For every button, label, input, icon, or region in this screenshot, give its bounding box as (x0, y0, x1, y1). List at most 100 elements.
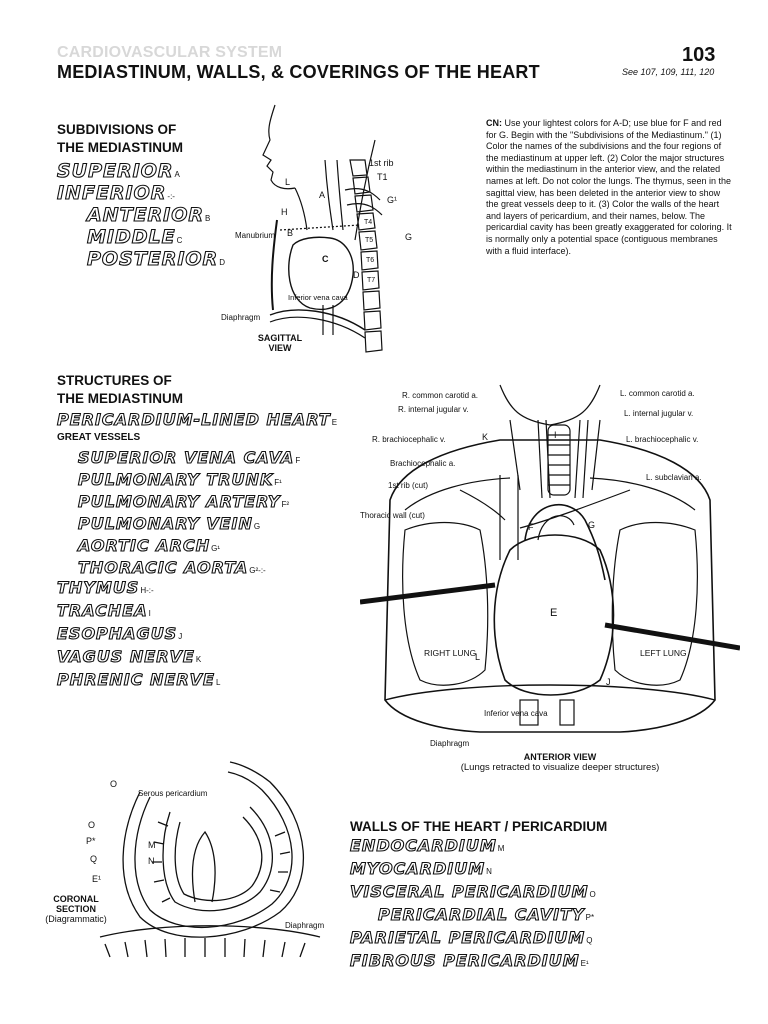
vessel-superior-vena-cava: SUPERIOR VENA CAVAF (77, 447, 301, 467)
walls-list: ENDOCARDIUMM MYOCARDIUMN VISCERAL PERICA… (349, 835, 596, 974)
subdivisions-heading-line2: THE MEDIASTINUM (57, 140, 183, 155)
coronal-section-illustration: O O P* Q E¹ M N Serous pericardium Diaph… (86, 761, 324, 958)
anterior-label-l-brachiocephalic-v: L. brachiocephalic v. (626, 435, 698, 444)
anterior-label-inferior-vena-cava: Inferior vena cava (484, 709, 548, 718)
anterior-caption-line1: ANTERIOR VIEW (523, 752, 597, 762)
coronal-label-o: O (88, 820, 95, 830)
structure-pericardium-lined-heart: PERICARDIUM-LINED HEARTE (56, 409, 338, 429)
sagittal-view-illustration: C D A B H L G¹ G 1st rib T1 T4 T5 T6 T7 … (221, 104, 412, 353)
wall-parietal-pericardium: PARIETAL PERICARDIUMQ (349, 927, 593, 947)
wall-pericardial-cavity: PERICARDIAL CAVITYP* (377, 904, 595, 924)
anterior-label-diaphragm: Diaphragm (430, 739, 469, 748)
other-structures-list: THYMUSH-:- TRACHEAI ESOPHAGUSJ VAGUS NER… (56, 577, 221, 693)
anterior-label-brachiocephalic-a: Brachiocephalic a. (390, 459, 455, 468)
sagittal-label-diaphragm: Diaphragm (221, 313, 260, 322)
structures-heading: STRUCTURES OF THE MEDIASTINUM (57, 372, 183, 408)
subdivision-anterior: ANTERIORB (86, 203, 211, 226)
anterior-label-j: J (606, 677, 611, 687)
sagittal-label-1st-rib: 1st rib (369, 158, 394, 168)
vessel-thoracic-aorta: THORACIC AORTAG²-:- (77, 557, 266, 577)
anterior-caption-line2: (Lungs retracted to visualize deeper str… (460, 762, 660, 773)
wall-endocardium: ENDOCARDIUMM (349, 835, 505, 855)
subdivision-posterior: POSTERIORD (86, 247, 225, 270)
structures-heading-line2: THE MEDIASTINUM (57, 391, 183, 406)
anterior-label-r-brachiocephalic-v: R. brachiocephalic v. (372, 435, 446, 444)
anterior-label-left-lung: LEFT LUNG (640, 648, 687, 658)
cn-label: CN: (486, 118, 502, 128)
great-vessels-list: SUPERIOR VENA CAVAF PULMONARY TRUNKF¹ PU… (77, 447, 301, 580)
sagittal-label-l: L (285, 177, 290, 187)
anterior-label-first-rib-cut: 1st rib (cut) (388, 481, 428, 490)
anterior-view-illustration: E F G J K L I R. common carotid a. R. in… (360, 384, 740, 748)
see-also-reference: See 107, 109, 111, 120 (622, 67, 715, 77)
coloring-instructions: CN: Use your lightest colors for A-D; us… (486, 118, 734, 257)
sagittal-label-t4: T4 (364, 219, 372, 226)
structure-esophagus: ESOPHAGUSJ (56, 623, 183, 643)
structures-heading-line1: STRUCTURES OF (57, 373, 172, 388)
vessel-pulmonary-artery: PULMONARY ARTERYF² (77, 491, 290, 511)
structure-vagus-nerve: VAGUS NERVEK (56, 646, 202, 666)
wall-fibrous-pericardium: FIBROUS PERICARDIUME¹ (349, 950, 589, 970)
wall-myocardium: MYOCARDIUMN (349, 858, 492, 878)
sagittal-label-h: H (281, 207, 288, 217)
structure-thymus: THYMUSH-:- (56, 577, 154, 597)
sagittal-label-d: D (353, 270, 360, 280)
cn-text: Use your lightest colors for A-D; use bl… (486, 118, 732, 256)
subdivision-middle: MIDDLEC (86, 225, 183, 248)
vessel-pulmonary-vein: PULMONARY VEING (77, 513, 261, 533)
anterior-label-thoracic-wall-cut: Thoracic wall (cut) (360, 511, 425, 520)
sagittal-label-ivc: Inferior vena cava (288, 293, 348, 302)
coronal-label-m: M (148, 840, 156, 850)
sagittal-label-t6: T6 (366, 257, 374, 264)
coronal-label-p: P* (86, 836, 96, 846)
structure-phrenic-nerve: PHRENIC NERVEL (56, 669, 221, 689)
walls-heading: WALLS OF THE HEART / PERICARDIUM (350, 819, 608, 834)
sagittal-label-t7: T7 (367, 277, 375, 284)
anterior-caption: ANTERIOR VIEW (Lungs retracted to visual… (440, 752, 680, 773)
coronal-caption-line1: CORONAL (53, 894, 99, 904)
coronal-label-q: Q (90, 854, 97, 864)
anterior-label-right-lung: RIGHT LUNG (424, 648, 476, 658)
anterior-label-g: G (588, 520, 595, 530)
sagittal-label-t5: T5 (365, 237, 373, 244)
coronal-label-e1: E¹ (92, 874, 101, 884)
sagittal-label-t1: T1 (377, 172, 388, 182)
anterior-label-r-common-carotid: R. common carotid a. (402, 391, 478, 400)
coronal-label-o-top: O (110, 779, 117, 789)
anterior-label-l-internal-jugular: L. internal jugular v. (624, 409, 693, 418)
sagittal-caption: SAGITTAL VIEW (248, 333, 312, 353)
anterior-label-i: I (554, 430, 557, 440)
subdivisions-heading-line1: SUBDIVISIONS OF (57, 122, 177, 137)
subdivision-inferior: INFERIOR-:- (56, 181, 175, 204)
vessel-pulmonary-trunk: PULMONARY TRUNKF¹ (77, 469, 282, 489)
coronal-caption: CORONAL SECTION (Diagrammatic) (38, 894, 114, 924)
sagittal-label-g2: G (405, 232, 412, 242)
coronal-label-diaphragm: Diaphragm (285, 921, 324, 930)
sagittal-label-b: B (287, 228, 293, 238)
anterior-label-l-subclavian: L. subclavian a. (646, 473, 702, 482)
sagittal-label-c: C (322, 254, 329, 264)
section-label: CARDIOVASCULAR SYSTEM (57, 44, 283, 61)
anterior-label-e: E (550, 607, 557, 619)
sagittal-label-a: A (319, 190, 325, 200)
page-number: 103 (682, 44, 716, 66)
subdivisions-heading: SUBDIVISIONS OF THE MEDIASTINUM (57, 121, 183, 157)
wall-visceral-pericardium: VISCERAL PERICARDIUMO (349, 881, 596, 901)
anterior-label-k: K (482, 432, 488, 442)
anterior-label-r-internal-jugular: R. internal jugular v. (398, 405, 469, 414)
page-title: MEDIASTINUM, WALLS, & COVERINGS OF THE H… (57, 62, 540, 82)
subdivisions-list: SUPERIORA INFERIOR-:- ANTERIORB MIDDLEC … (56, 159, 225, 270)
great-vessels-label: GREAT VESSELS (57, 432, 141, 443)
coronal-label-n: N (148, 856, 155, 866)
sagittal-caption-line2: VIEW (268, 343, 292, 353)
vessel-aortic-arch: AORTIC ARCHG¹ (77, 535, 220, 555)
coronal-caption-line2: SECTION (55, 904, 96, 914)
anterior-label-l: L (475, 652, 480, 662)
structure-trachea: TRACHEAI (56, 600, 151, 620)
subdivision-superior: SUPERIORA (56, 159, 180, 182)
sagittal-caption-line1: SAGITTAL (257, 333, 303, 343)
anterior-label-l-common-carotid: L. common carotid a. (620, 389, 695, 398)
coronal-label-serous-pericardium: Serous pericardium (138, 789, 208, 798)
coronal-caption-line3: (Diagrammatic) (45, 914, 107, 924)
sagittal-label-manubrium: Manubrium (235, 231, 275, 240)
